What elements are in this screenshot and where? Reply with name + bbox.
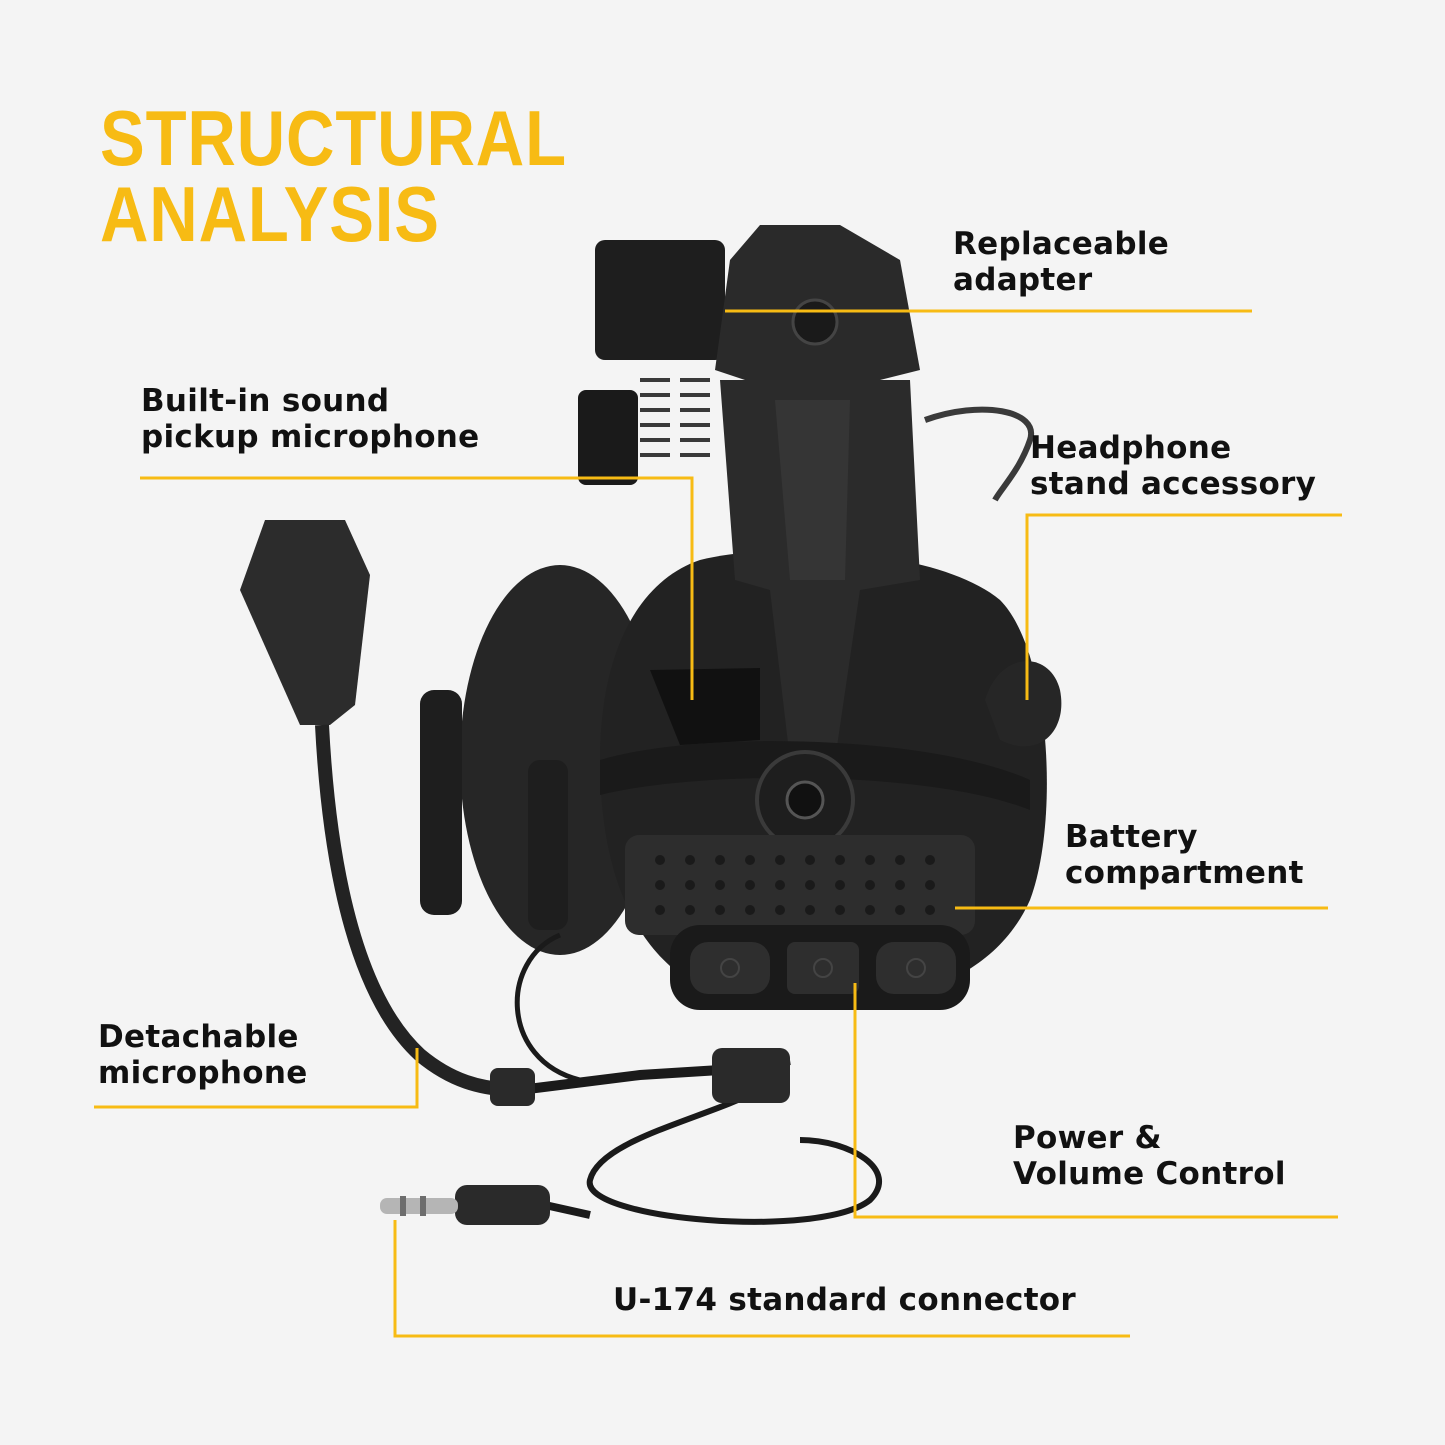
mic-head [240,520,370,725]
power-leader [853,983,1338,1219]
coil-cable [514,932,581,1083]
power-button [787,942,859,994]
springs [640,378,710,457]
connector-leader [393,1220,1130,1338]
connector-body [455,1185,550,1225]
main-cable [586,1087,882,1225]
callout-lines [94,309,1342,1338]
gooseneck [315,724,521,1097]
battery-texture [655,855,935,915]
callout-power-volume: Power & Volume Control [1013,1120,1286,1192]
callout-u174-connector: U-174 standard connector [613,1282,1076,1318]
rear-mount [595,240,725,360]
power-icon [813,958,833,978]
pivot-screw [785,780,825,820]
volume-knob [985,661,1062,747]
callout-detachable-microphone: Detachable microphone [98,1019,308,1091]
title-line-2: ANALYSIS [100,170,440,258]
battery-panel [625,835,975,935]
adapter-screw [791,298,839,346]
callout-replaceable-adapter: Replaceable adapter [953,226,1170,298]
rear-earcup [460,565,660,955]
connector-cable [544,1201,591,1219]
cable-junction [712,1048,790,1103]
volume-down-icon [720,958,740,978]
page-title: STRUCTURAL ANALYSIS [100,94,567,258]
callout-battery-compartment: Battery compartment [1065,819,1304,891]
pickup-mic-leader [140,476,694,700]
connector-ring [420,1196,426,1216]
mic-clip [420,690,462,915]
callout-pickup-microphone: Built-in sound pickup microphone [141,383,480,455]
volume-down-button [690,942,770,994]
top-cable [923,406,1035,502]
volume-up-button [876,942,956,994]
vent-window [650,668,760,745]
mic-socket [528,760,568,930]
title-line-1: STRUCTURAL [100,94,567,182]
detach-mic-leader [94,1048,419,1109]
callout-stand-accessory: Headphone stand accessory [1030,430,1317,502]
connector-ring [400,1196,406,1216]
arm-ridge [775,400,850,580]
mic-plug [490,1068,535,1106]
volume-up-icon [906,958,926,978]
stand-leader [1025,513,1342,700]
connector-plug [380,1198,458,1214]
rear-mount-lower [578,390,638,485]
